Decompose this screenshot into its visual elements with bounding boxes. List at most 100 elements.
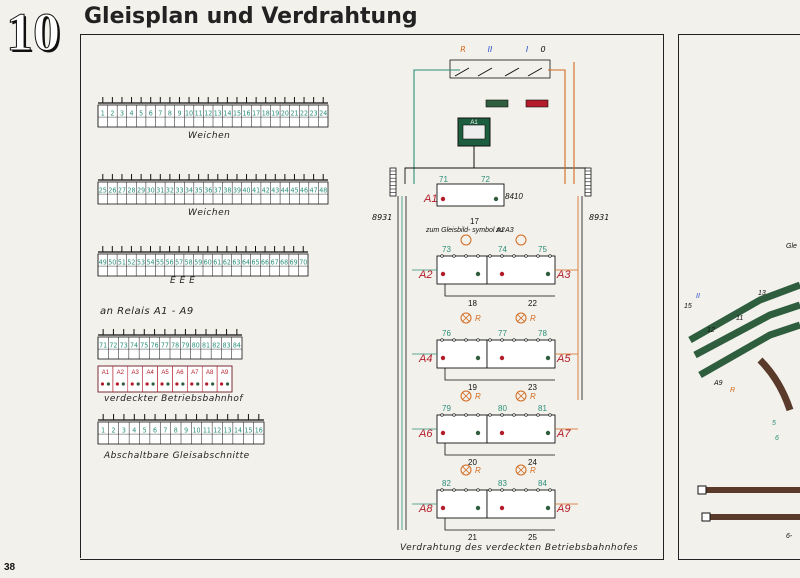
- relay-row-a6-a7-terminal: [464, 413, 468, 417]
- lamp: [515, 464, 527, 476]
- relay-row-a2-a3-dot: [499, 271, 505, 277]
- switch-contact: [454, 67, 470, 77]
- diagram-frame: [80, 34, 664, 560]
- relay-label: A9: [221, 370, 229, 376]
- strip-caption-abschalt: Abschaltbare Gleisabschnitte: [104, 451, 250, 461]
- resistor-label: R: [530, 314, 536, 323]
- relay-row-a8-a9-bottom-num: 25: [528, 533, 537, 542]
- track-label: 6-: [786, 533, 793, 540]
- relay-row-a6-a7-terminal: [452, 413, 456, 417]
- switch-contact: [477, 67, 493, 77]
- right-connector-label: 8931: [589, 213, 609, 222]
- relay-row-a4-a5-block-left: [436, 339, 488, 369]
- relay-row-a2-a3-num: 74: [498, 245, 507, 254]
- strip-relais-number: 81: [202, 342, 210, 350]
- strip-relais-number: 84: [233, 342, 241, 350]
- strip-weichen-2-number: 47: [310, 187, 318, 195]
- relay-row-a4-a5-terminal: [440, 338, 444, 342]
- note-left: zum Gleisbild- symbol A2: [425, 227, 505, 234]
- strip-relais-number: 78: [171, 342, 179, 350]
- indicator-green: [485, 99, 509, 108]
- relay-row-a2-a3-block-right: [486, 255, 556, 285]
- relay-row-a8-a9-num: 84: [538, 479, 547, 488]
- relay-row-a6-a7-block-right: [486, 414, 556, 444]
- strip-weichen-2-number: 37: [214, 187, 222, 195]
- strip-weichen-2-number: 42: [262, 187, 270, 195]
- relay-a1-num: 72: [481, 175, 490, 184]
- relay-row-a6-a7-terminal: [440, 413, 444, 417]
- relay-row-a8-a9-dot: [440, 505, 446, 511]
- strip-weichen-1-number: 4: [130, 110, 134, 118]
- lamp-cross: [462, 466, 470, 474]
- relay-dot-red: [130, 382, 134, 386]
- strip-abschalt-number: 8: [174, 427, 178, 435]
- relay-row-a4-a5-terminal: [476, 338, 480, 342]
- relay-row-a8-a9-terminal: [548, 488, 552, 492]
- strip-eee-number: 62: [223, 259, 231, 267]
- frame-left-border: [80, 34, 81, 558]
- relay-row-a2-a3-terminal: [500, 254, 504, 258]
- relay-label: A1: [102, 370, 110, 376]
- strip-relais-number: 74: [130, 342, 138, 350]
- relay-a1-num: 71: [439, 175, 448, 184]
- strip-title-relais: an Relais A1 - A9: [100, 306, 194, 317]
- lamp: [515, 312, 527, 324]
- resistor-label: R: [475, 392, 481, 401]
- strip-caption-eee: E E E: [170, 276, 196, 286]
- relay-row-a4-a5-terminal: [512, 338, 516, 342]
- track-label: 13: [758, 290, 766, 297]
- relay-row-a6-a7-terminal: [548, 413, 552, 417]
- relay-dot-red: [205, 382, 209, 386]
- relay-row-a8-a9-dot: [545, 505, 551, 511]
- relay-row-a4-a5-num: 76: [442, 329, 451, 338]
- strip-weichen-1-number: 23: [310, 110, 318, 118]
- strip-weichen-1-number: 2: [110, 110, 114, 118]
- relay-dot-red: [219, 382, 224, 386]
- strip-weichen-2-number: 25: [99, 187, 107, 195]
- buffer-stop: [697, 485, 707, 495]
- relay-row-a6-a7-block-left: [436, 414, 488, 444]
- relay-row-a8-a9-num: 83: [498, 479, 507, 488]
- track-label: 11: [736, 315, 743, 322]
- relay-row-a4-a5-terminal: [524, 338, 528, 342]
- relay-row-a2-a3-terminal: [548, 254, 552, 258]
- lamp-cross: [517, 392, 525, 400]
- strip-weichen-2-number: 40: [243, 187, 251, 195]
- strip-weichen-2-number: 32: [166, 187, 174, 195]
- switch-box: [449, 59, 551, 79]
- switch-contact: [504, 67, 520, 77]
- track-plan-frame: [678, 34, 800, 560]
- relay-dot-red: [100, 382, 105, 386]
- relay-row-a2-a3-bottom-num: 22: [528, 299, 537, 308]
- relay-dot-red: [145, 382, 149, 386]
- relay-row-a6-a7-dot: [440, 430, 446, 436]
- lamp: [515, 234, 527, 246]
- relay-dot-green: [121, 382, 125, 386]
- top-wire-label: I: [526, 45, 529, 54]
- track-label: Gle: [786, 243, 797, 250]
- strip-abschalt-number: 1: [101, 427, 105, 435]
- relay-row-a8-a9-terminal: [476, 488, 480, 492]
- strip-weichen-2-number: 41: [252, 187, 260, 195]
- track-label: 6: [775, 435, 779, 442]
- relay-row-a4-a5-label-right: A5: [556, 353, 571, 365]
- relay-row-a2-a3-block-left: [436, 255, 488, 285]
- strip-abschalt-number: 13: [224, 427, 232, 435]
- relay-row-a4-a5-num: 78: [538, 329, 547, 338]
- track-green-1: [688, 281, 800, 344]
- resistor-label: R: [530, 466, 536, 475]
- strip-weichen-2-number: 43: [271, 187, 279, 195]
- top-wire-label: R: [460, 45, 466, 54]
- relay-row-a6-a7-bottom-bus: [444, 443, 555, 456]
- strip-eee-number: 69: [290, 259, 298, 267]
- wire-black-top: [404, 167, 587, 184]
- strip-weichen-1-number: 15: [233, 110, 241, 118]
- relay-row-a2-a3-terminal: [524, 254, 528, 258]
- relay-a1-label: A1: [423, 193, 437, 205]
- strip-weichen-1-number: 14: [223, 110, 231, 118]
- relay-dot-green: [106, 382, 111, 386]
- relay-row-a8-a9-terminal: [524, 488, 528, 492]
- strip-abschalt-number: 7: [163, 427, 167, 435]
- strip-eee-number: 66: [261, 259, 269, 267]
- relay-label: A2: [117, 370, 125, 376]
